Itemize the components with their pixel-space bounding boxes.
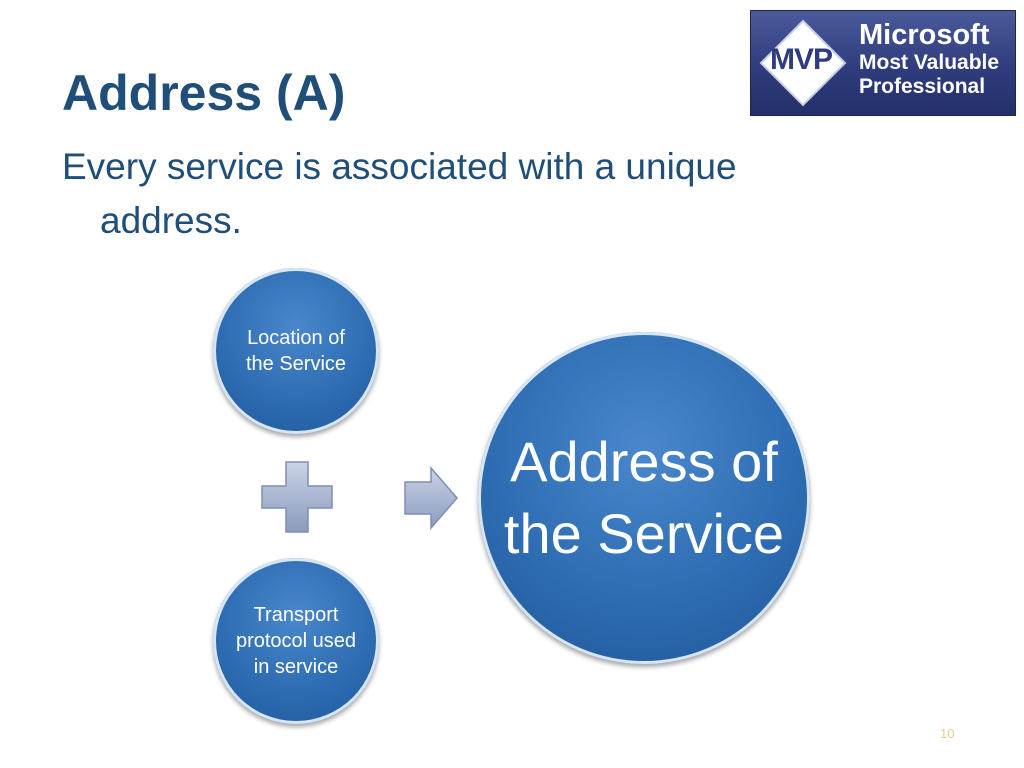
- bullet-line-2: address.: [100, 199, 242, 241]
- bullet-line-1: Every service is associated with a uniqu…: [62, 146, 737, 187]
- logo-most-valuable: Most Valuable: [859, 51, 1000, 74]
- plus-icon: [260, 460, 334, 539]
- location-label: Location of the Service: [245, 327, 347, 375]
- slide-title: Address (A): [62, 65, 346, 121]
- logo-microsoft: Microsoft: [859, 19, 990, 51]
- logo-professional: Professional: [859, 75, 986, 98]
- mvp-wordmark: Microsoft Most Valuable Professional: [859, 19, 999, 99]
- address-label: Address of the Service: [503, 430, 785, 565]
- transport-circle: Transport protocol used in service: [213, 558, 379, 724]
- mvp-diamond-icon: [757, 17, 849, 114]
- address-circle: Address of the Service: [478, 332, 810, 664]
- bullet-text: Every service is associated with a uniqu…: [62, 140, 862, 247]
- page-number: 10: [940, 726, 955, 741]
- mvp-logo: MVP Microsoft Most Valuable Professional: [750, 10, 1016, 116]
- arrow-right-icon: [403, 465, 459, 535]
- location-circle: Location of the Service: [213, 268, 379, 434]
- transport-label: Transport protocol used in service: [235, 604, 357, 678]
- mvp-label: MVP: [769, 43, 833, 76]
